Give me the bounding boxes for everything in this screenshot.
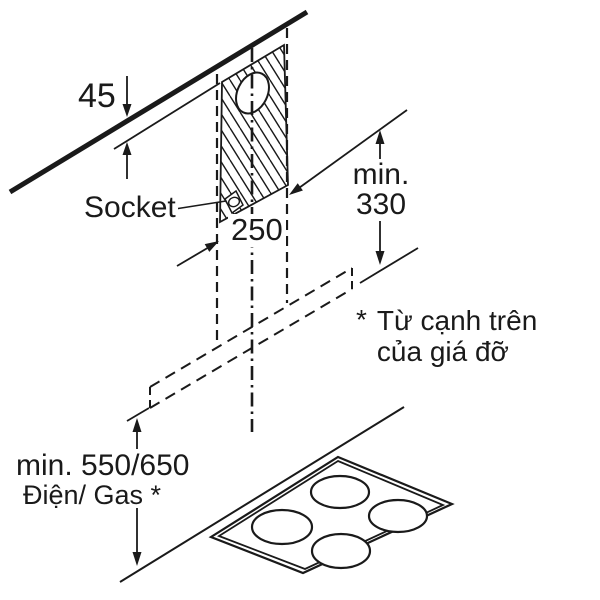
socket-symbol <box>224 189 244 215</box>
support-strip-top-dashed-edge <box>149 267 353 388</box>
min-550-bottom-arrowhead <box>132 552 142 566</box>
burner-top <box>309 474 371 510</box>
burner-left <box>250 508 314 546</box>
ceiling-line <box>8 9 309 195</box>
dim-45-upper-arrowhead <box>122 104 132 117</box>
socket-label: Socket <box>82 191 178 224</box>
footnote-text-line1: Từ cạnh trên <box>376 305 538 336</box>
dim-250-right-arrowhead <box>289 183 303 195</box>
min-330-label-line1: min. <box>352 158 410 191</box>
socket-outlet-circle <box>227 196 241 208</box>
dim-250-label: 250 <box>228 213 286 247</box>
footnote-asterisk: * <box>356 304 367 335</box>
burner-right <box>367 498 429 534</box>
support-strip-bottom-dashed-edge <box>149 288 353 409</box>
min550-upper-reference-line <box>126 407 150 422</box>
socket-leader-line <box>174 200 227 210</box>
min-330-top-arrowhead <box>375 130 385 144</box>
duct-hole <box>235 71 270 115</box>
dim-250-left-arrowhead <box>204 241 219 252</box>
min-330-label: min. 330 <box>349 159 413 221</box>
dim-45-label: 45 <box>76 77 118 115</box>
min-550-650-label: min. 550/650 <box>13 450 193 482</box>
dim-250-right-leader <box>291 109 408 194</box>
dim-45-lower-arrowhead <box>122 142 132 155</box>
min-330-bottom-arrowhead <box>375 251 385 265</box>
countertop-line <box>119 406 405 583</box>
footnote: * Từ cạnh trên của giá đỡ <box>356 305 537 367</box>
dien-gas-label: Điện/ Gas * <box>23 480 162 510</box>
min330-lower-reference-line <box>359 247 419 284</box>
min-330-label-line2: 330 <box>355 188 407 221</box>
min-550-top-arrowhead <box>132 418 142 432</box>
burner-bottom <box>310 532 372 570</box>
footnote-text: Từ cạnh trên của giá đỡ <box>377 305 537 367</box>
offset-45-reference-line <box>113 82 221 150</box>
footnote-text-line2: của giá đỡ <box>376 336 509 367</box>
